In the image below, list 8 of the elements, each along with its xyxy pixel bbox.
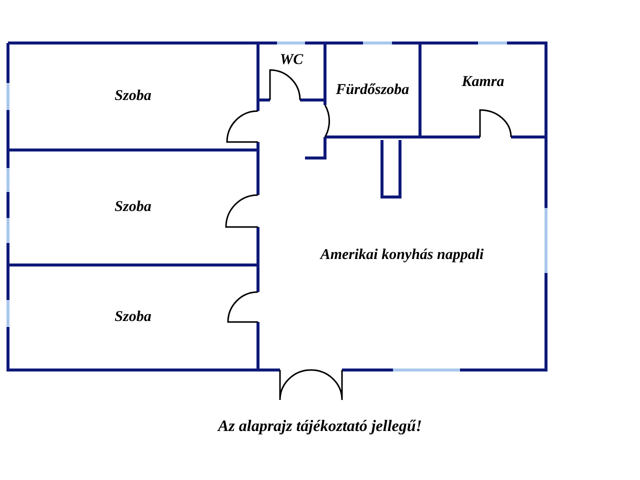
room-label: Fürdőszoba [336, 82, 410, 98]
caption: Az alaprajz tájékoztató jellegű! [218, 418, 422, 435]
room-label: WC [280, 52, 304, 69]
room-label: Amerikai konyhás nappali [320, 246, 484, 264]
room-label: Szoba [114, 199, 152, 216]
room-label: Szoba [114, 88, 152, 105]
room-label: Szoba [114, 309, 152, 326]
room-label: Kamra [462, 74, 504, 91]
